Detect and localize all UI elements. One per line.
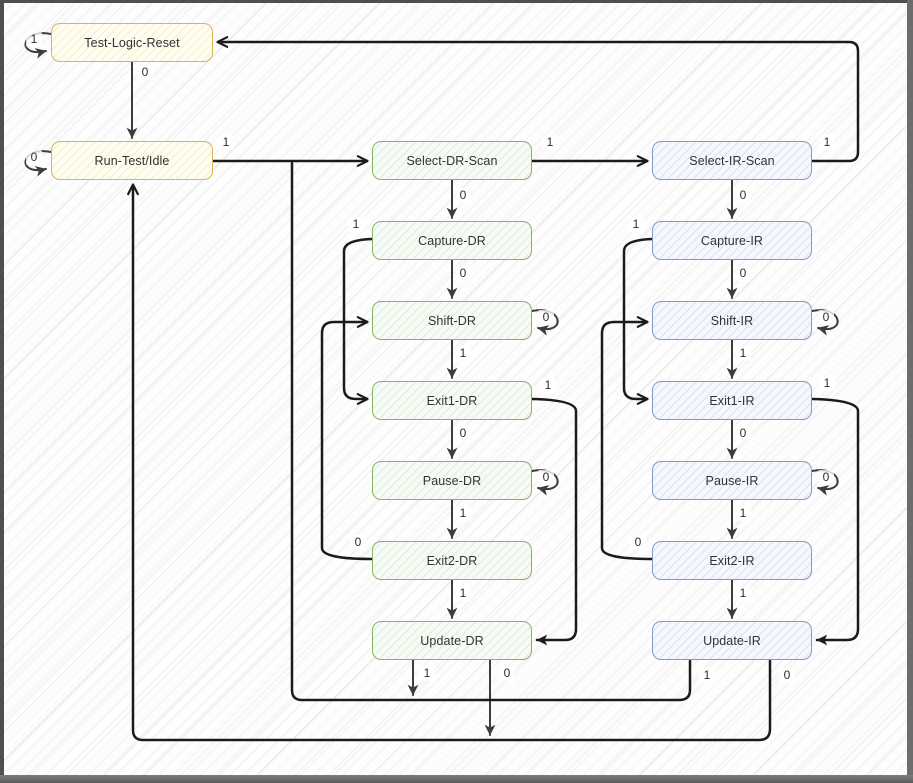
edge-run-test-idle-self[interactable] (24, 150, 52, 177)
node-label: Run-Test/Idle (94, 153, 170, 168)
edge-label: 1 (218, 135, 234, 150)
edge-label: 1 (348, 217, 364, 232)
edge-label: 0 (455, 426, 471, 441)
edge-label: 1 (699, 668, 715, 683)
edge-capture-ir-to-exit1-ir[interactable] (622, 237, 654, 405)
edge-exit1-dr-to-update-dr[interactable] (530, 397, 578, 646)
edge-label: 1 (542, 135, 558, 150)
node-pause-dr[interactable]: Pause-DR (372, 461, 532, 500)
node-label: Select-DR-Scan (406, 153, 498, 168)
edge-label: 0 (455, 188, 471, 203)
node-exit1-ir[interactable]: Exit1-IR (652, 381, 812, 420)
edge-label: 1 (735, 506, 751, 521)
edge-label: 0 (26, 150, 42, 165)
edge-select-ir-to-test-logic-reset[interactable] (216, 36, 860, 163)
edge-label: 0 (779, 668, 795, 683)
edge-label: 1 (26, 32, 42, 47)
edge-update-ir-to-run-test-rail[interactable] (127, 183, 772, 742)
edge-label: 1 (455, 506, 471, 521)
node-label: Pause-IR (705, 473, 759, 488)
edge-label: 0 (499, 666, 515, 681)
node-shift-dr[interactable]: Shift-DR (372, 301, 532, 340)
node-exit2-ir[interactable]: Exit2-IR (652, 541, 812, 580)
node-update-dr[interactable]: Update-DR (372, 621, 532, 660)
edge-label: 0 (630, 535, 646, 550)
edge-label: 0 (735, 188, 751, 203)
node-exit1-dr[interactable]: Exit1-DR (372, 381, 532, 420)
node-capture-ir[interactable]: Capture-IR (652, 221, 812, 260)
edge-exit1-ir-to-update-ir[interactable] (810, 397, 860, 646)
node-select-dr-scan[interactable]: Select-DR-Scan (372, 141, 532, 180)
edge-test-logic-reset-self[interactable] (24, 32, 52, 59)
node-label: Update-IR (703, 633, 761, 648)
edge-label: 1 (455, 346, 471, 361)
node-label: Test-Logic-Reset (84, 35, 180, 50)
edge-label: 0 (818, 310, 834, 325)
edge-update-ir-to-select-dr-rail[interactable] (290, 161, 692, 702)
edge-label: 0 (735, 426, 751, 441)
node-label: Capture-IR (700, 233, 764, 248)
node-label: Shift-IR (710, 313, 754, 328)
node-label: Capture-DR (418, 233, 486, 248)
edge-label: 0 (538, 310, 554, 325)
node-label: Shift-DR (427, 313, 477, 328)
edge-label: 1 (419, 666, 435, 681)
edge-label: 0 (455, 266, 471, 281)
node-capture-dr[interactable]: Capture-DR (372, 221, 532, 260)
node-test-logic-reset[interactable]: Test-Logic-Reset (51, 23, 213, 62)
edge-label: 1 (819, 376, 835, 391)
node-label: Exit1-DR (426, 393, 478, 408)
node-label: Exit2-DR (426, 553, 478, 568)
edge-label: 0 (818, 470, 834, 485)
node-shift-ir[interactable]: Shift-IR (652, 301, 812, 340)
node-select-ir-scan[interactable]: Select-IR-Scan (652, 141, 812, 180)
edge-label: 0 (350, 535, 366, 550)
node-label: Pause-DR (422, 473, 482, 488)
edge-label: 0 (137, 65, 153, 80)
edge-label: 1 (819, 135, 835, 150)
edge-label: 1 (735, 346, 751, 361)
node-label: Exit2-IR (709, 553, 755, 568)
node-run-test-idle[interactable]: Run-Test/Idle (51, 141, 213, 180)
node-pause-ir[interactable]: Pause-IR (652, 461, 812, 500)
edge-label: 1 (628, 217, 644, 232)
edge-label: 0 (735, 266, 751, 281)
edge-exit2-ir-to-shift-ir[interactable] (600, 316, 654, 561)
edge-capture-dr-to-exit1-dr[interactable] (342, 237, 374, 405)
edge-label: 1 (540, 378, 556, 393)
edge-exit2-dr-to-shift-dr[interactable] (320, 316, 374, 561)
node-label: Select-IR-Scan (689, 153, 775, 168)
node-label: Update-DR (420, 633, 484, 648)
node-label: Exit1-IR (709, 393, 755, 408)
node-exit2-dr[interactable]: Exit2-DR (372, 541, 532, 580)
edge-label: 1 (455, 586, 471, 601)
edge-label: 0 (538, 470, 554, 485)
node-update-ir[interactable]: Update-IR (652, 621, 812, 660)
edge-label: 1 (735, 586, 751, 601)
